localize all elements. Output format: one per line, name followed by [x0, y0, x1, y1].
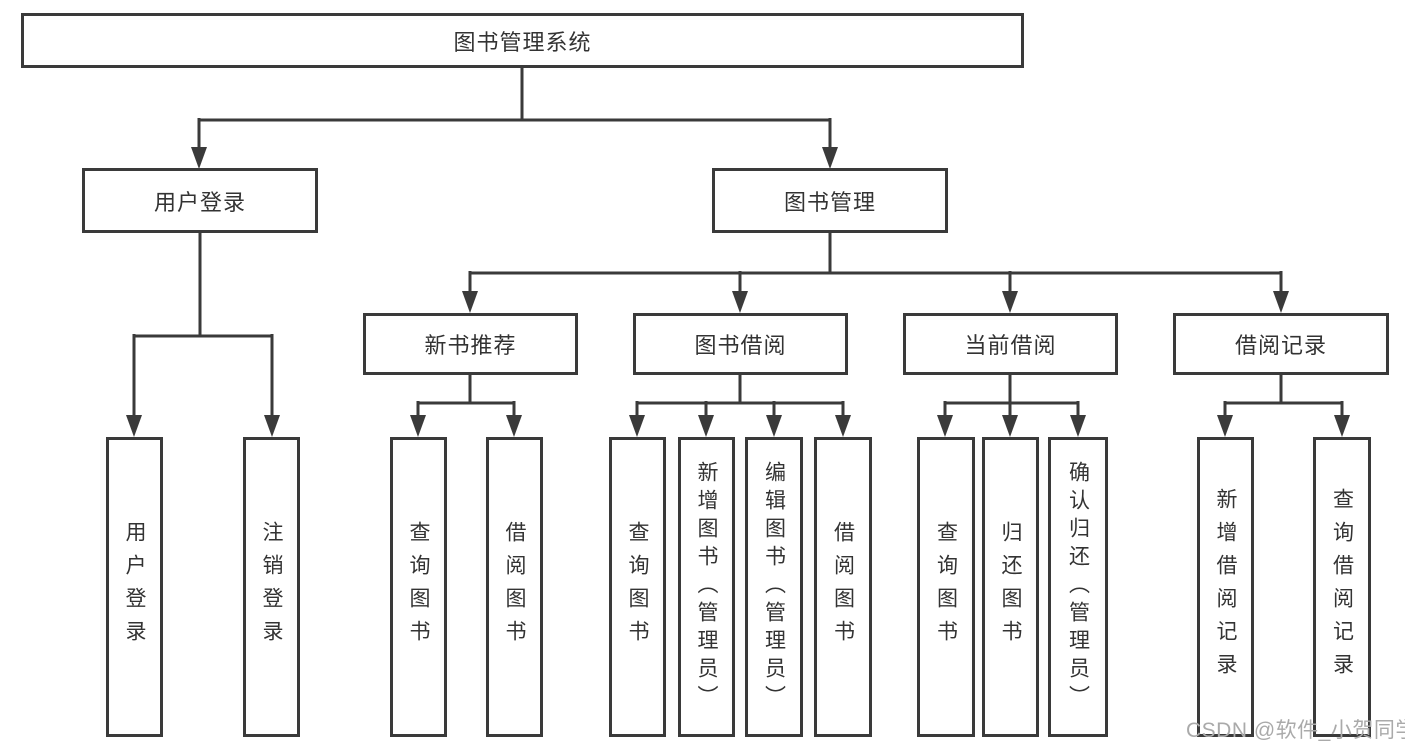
- leaf-label: 查询图书: [934, 521, 958, 653]
- arrowhead: [629, 415, 645, 437]
- leaf-edit-books-admin: 编辑图书（管理员）: [745, 437, 803, 737]
- leaf-label: 确认归还（管理员）: [1066, 461, 1090, 713]
- connector-line: [1223, 375, 1344, 418]
- leaf-query-books-recommend: 查询图书: [390, 437, 447, 737]
- connector-line: [635, 375, 845, 418]
- node-label: 当前借阅: [964, 333, 1057, 358]
- node-label: 新书推荐: [424, 333, 517, 358]
- connector-book-management-to-level3: [462, 233, 1289, 313]
- leaf-label: 编辑图书（管理员）: [762, 461, 786, 713]
- arrowhead: [410, 415, 426, 437]
- arrowhead: [506, 415, 522, 437]
- leaf-label: 新增借阅记录: [1214, 488, 1237, 686]
- connector-borrowing-records-to-leaves: [1217, 375, 1350, 437]
- leaf-return-books: 归还图书: [982, 437, 1039, 737]
- arrowhead: [1217, 415, 1233, 437]
- leaf-label: 查询图书: [407, 521, 430, 653]
- leaf-label: 注销登录: [260, 521, 283, 653]
- connector-root-to-level2: [191, 67, 838, 169]
- node-library-management-system: 图书管理系统: [21, 13, 1024, 68]
- leaf-label: 借阅图书: [831, 521, 855, 653]
- connector-current-borrowing-to-leaves: [937, 375, 1086, 437]
- leaf-confirm-return-admin: 确认归还（管理员）: [1048, 437, 1108, 737]
- connector-new-book-to-leaves: [410, 375, 522, 437]
- leaf-user-login: 用户登录: [106, 437, 163, 737]
- arrowhead: [698, 415, 714, 437]
- connector-line: [943, 375, 1080, 418]
- node-current-borrowing: 当前借阅: [903, 313, 1118, 375]
- leaf-borrow-books-borrowing: 借阅图书: [814, 437, 872, 737]
- leaf-query-borrow-record: 查询借阅记录: [1313, 437, 1371, 737]
- leaf-label: 新增图书（管理员）: [695, 461, 718, 713]
- node-label: 图书管理: [783, 189, 876, 215]
- arrowhead: [126, 415, 142, 437]
- leaf-query-books-current: 查询图书: [917, 437, 975, 737]
- connector-line: [468, 233, 1283, 294]
- arrowhead: [264, 415, 280, 437]
- leaf-add-borrow-record: 新增借阅记录: [1197, 437, 1254, 737]
- connector-book-borrowing-to-leaves: [629, 375, 851, 437]
- node-new-book-recommendation: 新书推荐: [363, 313, 578, 375]
- arrowhead: [462, 291, 478, 313]
- node-borrowing-records: 借阅记录: [1173, 313, 1389, 375]
- leaf-label: 查询借阅记录: [1330, 488, 1354, 686]
- leaf-logout: 注销登录: [243, 437, 300, 737]
- arrowhead: [1070, 415, 1086, 437]
- arrowhead: [937, 415, 953, 437]
- arrowhead: [1002, 291, 1018, 313]
- leaf-label: 用户登录: [123, 521, 146, 653]
- leaf-label: 归还图书: [999, 521, 1022, 653]
- arrowhead: [1273, 291, 1289, 313]
- arrowhead: [766, 415, 782, 437]
- arrowhead: [191, 147, 207, 169]
- watermark: CSDN @软件_小贺同学: [1186, 719, 1405, 742]
- connector-user-login-to-leaves: [126, 233, 280, 437]
- node-book-borrowing: 图书借阅: [633, 313, 848, 375]
- leaf-label: 查询图书: [626, 521, 649, 653]
- arrowhead: [1334, 415, 1350, 437]
- arrowhead: [1002, 415, 1018, 437]
- arrowhead: [835, 415, 851, 437]
- node-user-login: 用户登录: [82, 168, 318, 233]
- leaf-query-books-borrowing: 查询图书: [609, 437, 666, 737]
- connector-line: [132, 233, 274, 418]
- leaf-label: 借阅图书: [503, 521, 526, 653]
- arrowhead: [732, 291, 748, 313]
- node-label: 图书借阅: [694, 333, 787, 358]
- leaf-add-books-admin: 新增图书（管理员）: [678, 437, 735, 737]
- node-label: 图书管理系统: [453, 29, 592, 55]
- arrowhead: [822, 147, 838, 169]
- leaf-borrow-books-recommend: 借阅图书: [486, 437, 543, 737]
- node-label: 借阅记录: [1234, 333, 1327, 358]
- node-label: 用户登录: [153, 189, 246, 215]
- node-book-management: 图书管理: [712, 168, 948, 233]
- connector-line: [197, 67, 832, 150]
- connector-line: [416, 375, 516, 418]
